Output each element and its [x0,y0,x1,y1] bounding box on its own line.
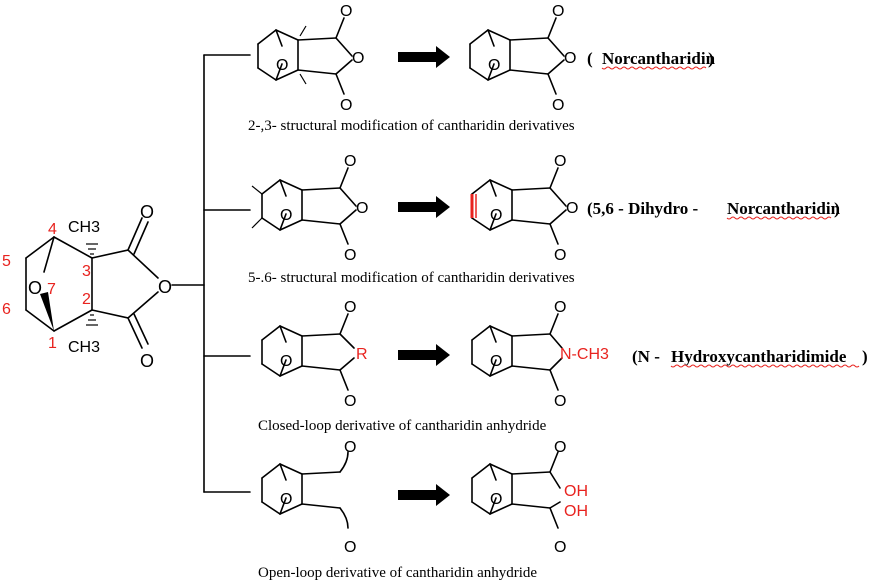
row3-product-carbonyl-top: O [554,299,566,316]
position-4-label: 4 [48,221,57,238]
row3-product: O N-CH3 O O [471,299,609,410]
row2-product-bridge-oxygen: O [490,207,502,224]
row3-product-name: Hydroxycantharidimide [671,347,847,366]
parent-bridge-oxygen: O [28,278,42,298]
row1-reactant-ring-oxygen: O [352,50,364,67]
row2-product-name: Norcantharidin [727,199,841,218]
row2-name-prefix: (5,6 - Dihydro - [587,199,698,218]
row2-arrow [398,196,450,218]
row4-caption: Open-loop derivative of cantharidin anhy… [258,565,537,581]
row-3: O R O O O N-CH3 O O (N - Hydroxycanthari… [258,299,868,434]
row4-reactant-carbonyl-top: O [344,439,356,456]
position-7-label: 7 [47,281,56,298]
row3-reactant-carbonyl-bottom: O [344,393,356,410]
row1-caption: 2-,3- structural modification of canthar… [248,118,575,134]
row4-product-carbonyl-top: O [554,439,566,456]
row1-arrow [398,46,450,68]
row1-reactant-bridge-oxygen: O [276,57,288,74]
position-3-label: 3 [82,263,91,280]
row-4: O O O O O O OH OH Open-loop derivative o… [258,439,588,581]
methyl-dash-top [86,243,98,255]
parent-carbonyl-bottom: O [140,351,154,371]
row1-reactant-carbonyl-top: O [340,3,352,20]
row2-product-carbonyl-bottom: O [554,247,566,264]
row3-product-bridge-oxygen: O [490,353,502,370]
row3-reactant: O R O O [261,299,368,410]
branch-bracket [171,54,251,493]
row3-arrow [398,344,450,366]
parent-methyl-bottom: CH3 [68,339,100,356]
row3-name-prefix: (N - [632,347,660,366]
parent-anhydride-oxygen: O [158,277,172,297]
row4-product-bridge-oxygen: O [490,491,502,508]
row1-product-carbonyl-bottom: O [552,97,564,114]
row3-caption: Closed-loop derivative of cantharidin an… [258,418,547,434]
position-1-label: 1 [48,335,57,352]
row2-reactant-bridge-oxygen: O [280,207,292,224]
row2-product-ring-oxygen: O [566,200,578,217]
row4-product-carbonyl-bottom: O [554,539,566,556]
row2-name-underline [726,216,832,220]
row1-product: O O O O [469,3,576,114]
row4-reactant-bridge-oxygen: O [280,491,292,508]
position-5-label: 5 [2,253,11,270]
row3-product-carbonyl-bottom: O [554,393,566,410]
position-6-label: 6 [2,301,11,318]
row2-product: O O O O [470,153,578,264]
position-2-label: 2 [82,291,91,308]
row2-reactant: O O O O [251,153,368,264]
parent-methyl-top: CH3 [68,219,100,236]
row4-reactant: O O O [261,439,356,556]
row3-reactant-bridge-oxygen: O [280,353,292,370]
row2-name-close: ) [834,199,840,218]
parent-cantharidin: O 7 O O O CH3 CH3 1 2 3 4 5 6 [2,202,172,371]
row1-product-ring-oxygen: O [564,50,576,67]
parent-carbonyl-top: O [140,202,154,222]
row1-reactant: O O O O [257,3,364,114]
row3-product-n-methyl: N-CH3 [560,346,609,363]
methyl-dash-bottom [86,314,98,326]
row2-reactant-ring-oxygen: O [356,200,368,217]
row2-product-carbonyl-top: O [554,153,566,170]
row2-caption: 5-.6- structural modification of canthar… [248,270,575,286]
row1-product-carbonyl-top: O [552,3,564,20]
row4-reactant-carbonyl-bottom: O [344,539,356,556]
row4-arrow [398,484,450,506]
row1-name-close: ) [708,49,714,68]
row2-reactant-carbonyl-bottom: O [344,247,356,264]
row1-product-name: Norcantharidin [602,49,716,68]
row1-product-bridge-oxygen: O [488,57,500,74]
row3-name-close: ) [862,347,868,366]
row1-name-underline [601,66,707,70]
row2-reactant-carbonyl-top: O [344,153,356,170]
row4-hydroxyl-top: OH [564,483,588,500]
row3-substituent-r: R [356,346,368,363]
row3-name-underline [670,364,860,368]
row4-hydroxyl-bottom: OH [564,503,588,520]
row3-reactant-carbonyl-top: O [344,299,356,316]
row-2: O O O O O O O O (5,6 - Dihydro - Norcant… [248,153,841,286]
row4-product: O O O OH OH [471,439,588,556]
row-1: O O O O O O O O ( Norcantharidin ) 2-,3-… [248,3,716,134]
row1-reactant-carbonyl-bottom: O [340,97,352,114]
row1-name-open: ( [587,49,593,68]
